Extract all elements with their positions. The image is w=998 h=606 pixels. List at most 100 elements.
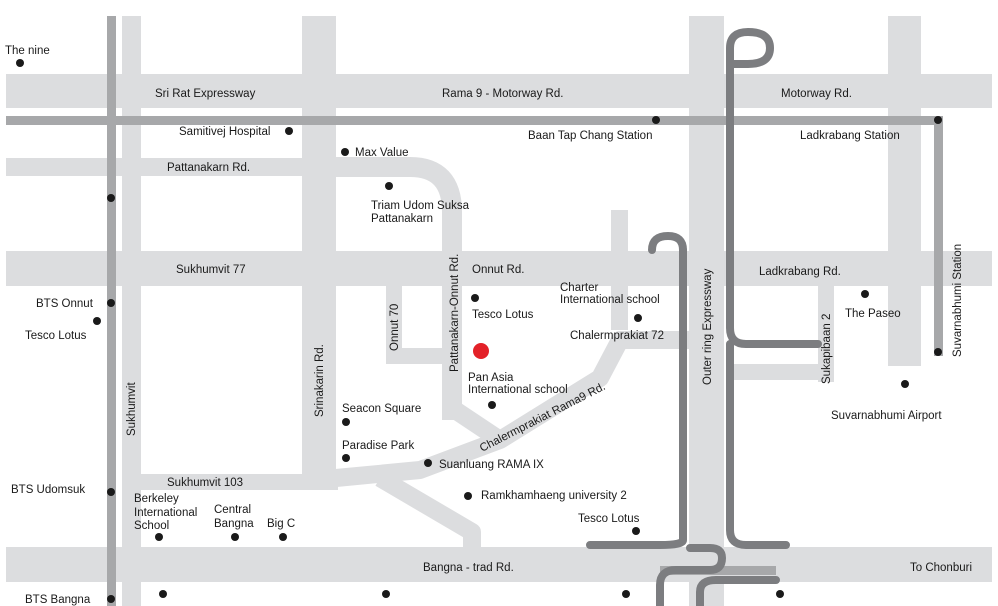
- marker-bottom-2: [382, 590, 390, 598]
- ramp-outer-ring-west-drop: [586, 246, 687, 549]
- place-label-bts-udomsuk: BTS Udomsuk: [11, 484, 85, 496]
- road-sukapibaan2: [818, 286, 834, 382]
- marker-suanluang: [424, 459, 432, 467]
- place-label-the-paseo: The Paseo: [845, 308, 901, 320]
- place-label-pan-asia-1: Pan Asia: [468, 372, 514, 384]
- ramp-outer-ring-west: [648, 232, 687, 254]
- place-label-samitivej: Samitivej Hospital: [179, 126, 270, 138]
- place-label-triam-1: Triam Udom Suksa: [371, 200, 470, 212]
- marker-bts-onnut: [107, 299, 115, 307]
- ramp-south-loop: [696, 576, 780, 606]
- place-label-big-c: Big C: [267, 518, 295, 530]
- place-label-paradise-park: Paradise Park: [342, 440, 414, 452]
- road-label-onnut: Onnut Rd.: [472, 264, 524, 276]
- rail-airport-link: [6, 116, 941, 125]
- place-label-ramkhamhaeng: Ramkhamhaeng university 2: [481, 490, 627, 502]
- marker-pan-asia: [488, 401, 496, 409]
- road-label-to-chonburi: To Chonburi: [910, 562, 972, 574]
- highlight-location-marker[interactable]: [473, 343, 489, 359]
- marker-airport: [901, 380, 909, 388]
- road-srinakarin: [302, 16, 336, 476]
- road-rama9-south-branch: [375, 470, 481, 550]
- marker-triam: [385, 182, 393, 190]
- road-sukhumvit-bts: [107, 16, 116, 606]
- place-label-central-1: Central: [214, 504, 251, 516]
- ramp-north-loop: [726, 28, 774, 129]
- place-labels: The nine Samitivej Hospital Baan Tap Cha…: [5, 45, 942, 606]
- marker-bottom-4: [776, 590, 784, 598]
- markers: [16, 59, 942, 603]
- interchange-ramps: [586, 28, 822, 606]
- place-label-suanluang: Suanluang RAMA IX: [439, 459, 544, 471]
- marker-berkeley: [155, 533, 163, 541]
- road-sukhumvit77-onnut-ladkrabang: [6, 251, 992, 286]
- ramp-outer-ring-east-drop: [726, 340, 790, 549]
- place-label-tesco-left: Tesco Lotus: [25, 330, 87, 342]
- marker-big-c: [279, 533, 287, 541]
- marker-baan-tap-chang: [652, 116, 660, 124]
- road-pattanakarn: [6, 158, 340, 176]
- place-label-seacon: Seacon Square: [342, 403, 421, 415]
- road-sukapibaan2-link: [733, 364, 834, 380]
- road-sukhumvit103: [141, 474, 338, 490]
- place-label-max-value: Max Value: [355, 147, 408, 159]
- place-label-baan-tap-chang: Baan Tap Chang Station: [528, 130, 652, 142]
- marker-bottom-3: [622, 590, 630, 598]
- road-sri-rat-rama9: [6, 74, 992, 108]
- road-label-sukhumvit77: Sukhumvit 77: [176, 264, 246, 276]
- road-label-bangna-trad: Bangna - trad Rd.: [423, 562, 514, 574]
- place-label-bts-bangna: BTS Bangna: [25, 594, 91, 606]
- marker-bts-udomsuk: [107, 488, 115, 496]
- place-label-berkeley-1: Berkeley: [134, 493, 179, 505]
- road-label-sukhumvit103: Sukhumvit 103: [167, 477, 243, 489]
- place-label-triam-2: Pattanakarn: [371, 213, 433, 225]
- marker-max-value: [341, 148, 349, 156]
- road-label-ladkrabang: Ladkrabang Rd.: [759, 266, 841, 278]
- marker-the-nine: [16, 59, 24, 67]
- road-label-suvarnabhumi-station: Suvarnabhumi Station: [952, 244, 964, 357]
- road-chalermprakiat72: [611, 210, 628, 330]
- place-label-ladkrabang-station: Ladkrabang Station: [800, 130, 900, 142]
- place-label-the-nine: The nine: [5, 45, 50, 57]
- marker-central-bangna: [231, 533, 239, 541]
- road-outer-ring-band: [689, 16, 724, 606]
- marker-tesco-left: [93, 317, 101, 325]
- road-label-sukapibaan2: Sukapibaan 2: [821, 314, 833, 384]
- marker-the-paseo: [861, 290, 869, 298]
- minor-roads: [6, 16, 992, 606]
- road-label-sri-rat: Sri Rat Expressway: [155, 88, 256, 100]
- place-label-charter-2: International school: [560, 294, 660, 306]
- place-label-tesco-bottom: Tesco Lotus: [578, 513, 640, 525]
- place-label-charter-1: Charter: [560, 282, 599, 294]
- road-paseo: [888, 16, 921, 366]
- marker-tesco-bottom: [632, 527, 640, 535]
- ramp-bangna-loop: [656, 544, 726, 606]
- road-sukhumvit-vertical: [122, 16, 141, 606]
- road-chalermprakiat-rama9: [335, 331, 690, 487]
- road-pattanakarn-south-branch: [447, 400, 505, 448]
- marker-sukhumvit-junction: [107, 194, 115, 202]
- marker-seacon: [342, 418, 350, 426]
- place-label-berkeley-2: International: [134, 507, 197, 519]
- marker-samitivej: [285, 127, 293, 135]
- road-label-srinakarin: Srinakarin Rd.: [314, 344, 326, 417]
- marker-ladkrabang-station: [934, 116, 942, 124]
- place-label-tesco-mid: Tesco Lotus: [472, 309, 534, 321]
- road-label-outer-ring: Outer ring Expressway: [702, 268, 714, 385]
- marker-ramkhamhaeng: [464, 492, 472, 500]
- road-label-sukhumvit: Sukhumvit: [126, 382, 138, 436]
- ramp-outer-ring-east: [726, 121, 822, 348]
- marker-bottom-1: [159, 590, 167, 598]
- place-label-bts-onnut: BTS Onnut: [36, 298, 94, 310]
- marker-suvarnabhumi-station: [934, 348, 942, 356]
- road-onnut70-connector: [386, 348, 446, 364]
- road-label-onnut70: Onnut 70: [389, 304, 401, 351]
- marker-tesco-mid: [471, 294, 479, 302]
- place-label-pan-asia-2: International school: [468, 384, 568, 396]
- marker-charter: [634, 314, 642, 322]
- rail-suvarnabhumi-station: [934, 116, 943, 356]
- road-bangna-trad: [6, 547, 992, 582]
- place-label-central-2: Bangna: [214, 518, 254, 530]
- road-label-pattanakarn-onnut: Pattanakarn-Onnut Rd.: [449, 254, 461, 372]
